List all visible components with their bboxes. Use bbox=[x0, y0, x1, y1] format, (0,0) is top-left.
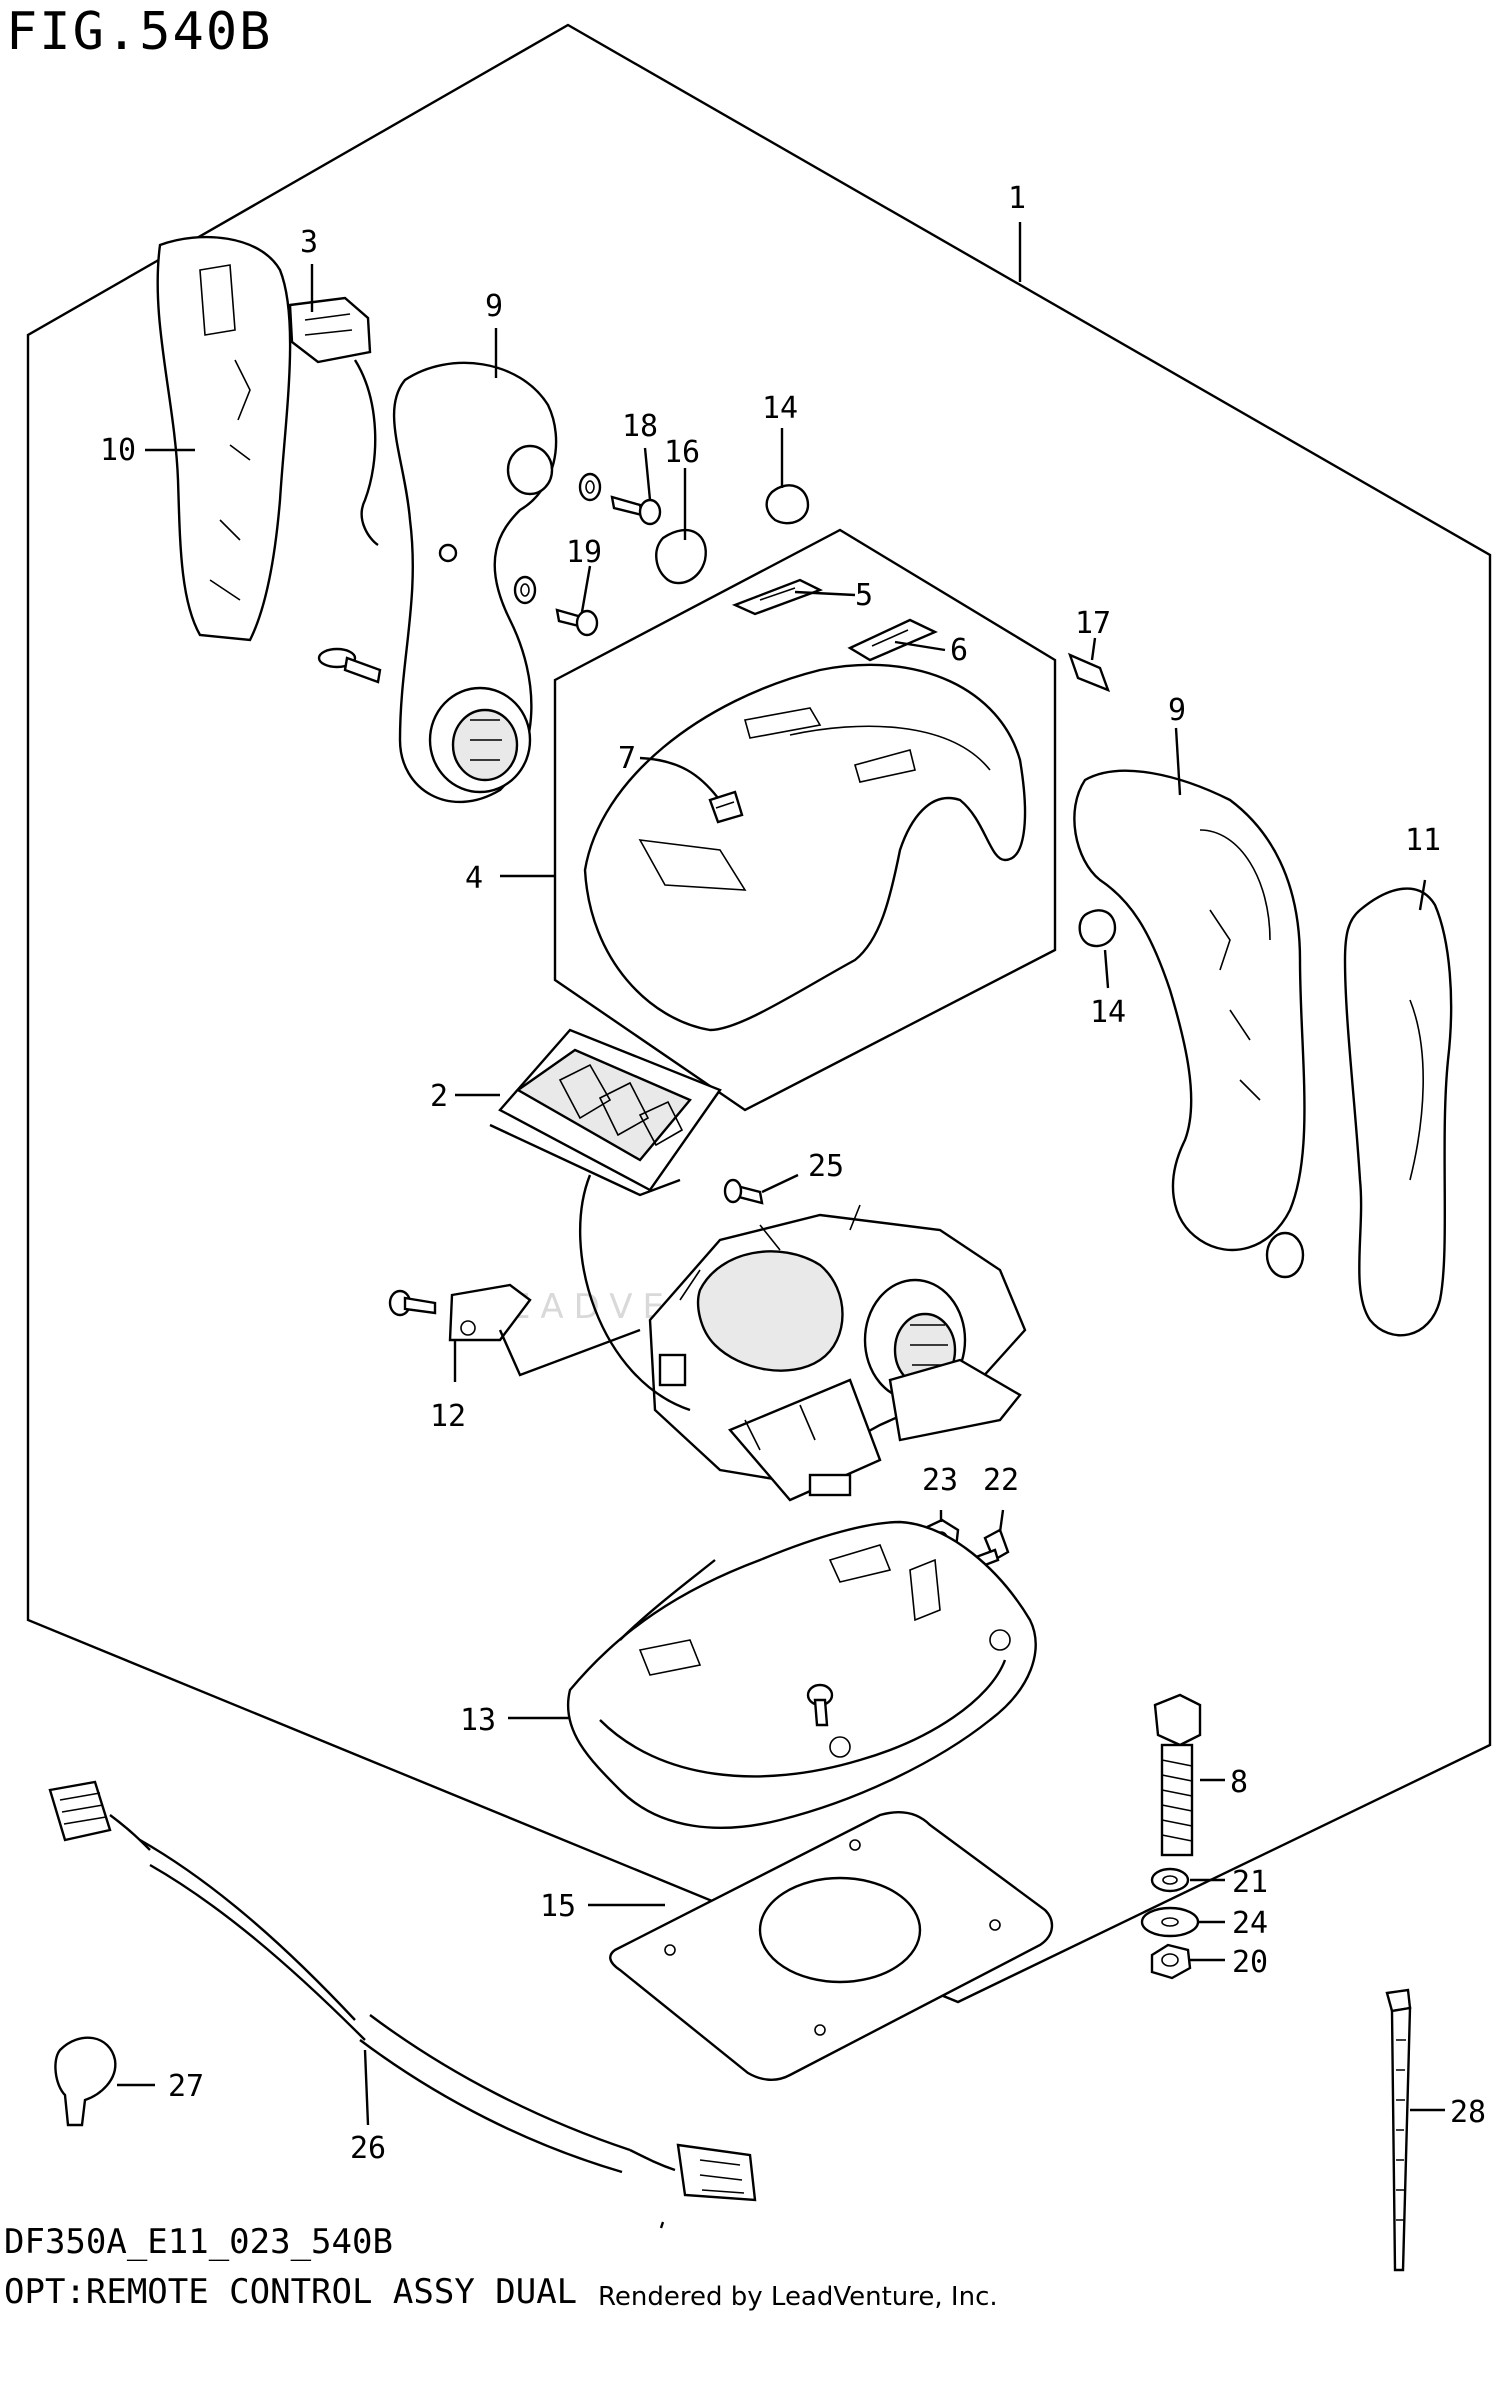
callout-14-lower: 14 bbox=[1090, 995, 1126, 1030]
callout-7: 7 bbox=[618, 741, 636, 776]
part-washer-lower[interactable] bbox=[513, 575, 537, 605]
callout-15: 15 bbox=[540, 1889, 576, 1924]
part-7-emblem[interactable] bbox=[708, 790, 744, 824]
part-9-lever-right[interactable] bbox=[1073, 769, 1306, 1279]
part-11-grip-right[interactable] bbox=[1343, 887, 1453, 1337]
callout-leaders bbox=[117, 222, 1445, 2126]
part-2-switch-panel[interactable] bbox=[489, 1028, 722, 1197]
part-base-screw[interactable] bbox=[806, 1683, 834, 1727]
part-18-nut[interactable] bbox=[1150, 1943, 1192, 1980]
callout-3: 3 bbox=[300, 225, 318, 260]
part-17-clip[interactable] bbox=[1067, 652, 1111, 693]
part-27-clip[interactable] bbox=[54, 2036, 117, 2127]
callout-10: 10 bbox=[100, 433, 136, 468]
render-credit: Rendered by LeadVenture, Inc. bbox=[598, 2282, 998, 2312]
part-3-connector[interactable] bbox=[288, 296, 379, 547]
callout-21: 19 bbox=[566, 535, 602, 570]
part-washer-upper[interactable] bbox=[578, 472, 602, 502]
callout-8: 8 bbox=[1230, 1765, 1248, 1800]
callout-25: 25 bbox=[808, 1149, 844, 1184]
part-14-plug-lower[interactable] bbox=[1078, 909, 1117, 948]
part-bolt-lever[interactable] bbox=[317, 647, 382, 684]
callout-13: 13 bbox=[460, 1703, 496, 1738]
callout-9-right: 9 bbox=[1168, 693, 1186, 728]
part-8-bolt[interactable] bbox=[1153, 1693, 1202, 1857]
part-15-gasket[interactable] bbox=[609, 1811, 1054, 2081]
callout-14-upper: 14 bbox=[762, 391, 798, 426]
part-12-bracket[interactable] bbox=[448, 1283, 641, 1377]
callout-19: 21 bbox=[1232, 1865, 1268, 1900]
callout-18: 20 bbox=[1232, 1945, 1268, 1980]
part-9-lever-left[interactable] bbox=[392, 361, 558, 804]
part-13-base-frame[interactable] bbox=[566, 1520, 1037, 1829]
part-4-top-cover[interactable] bbox=[583, 663, 1027, 1032]
callout-17: 17 bbox=[1075, 606, 1111, 641]
callout-1: 1 bbox=[1008, 181, 1026, 216]
figure-title: FIG.540B bbox=[6, 2, 273, 62]
part-19-washer[interactable] bbox=[1150, 1867, 1190, 1893]
part-mechanism-body[interactable] bbox=[578, 1174, 1027, 1502]
callout-26: 26 bbox=[350, 2131, 386, 2166]
callout-labels: 1 3 9 10 18 16 14 19 5 6 17 9 11 7 4 14 … bbox=[100, 181, 1486, 2166]
cover-box-outline bbox=[553, 528, 1057, 1112]
part-24-washer[interactable] bbox=[1140, 1906, 1200, 1938]
callout-4: 4 bbox=[465, 861, 483, 896]
assembly-boundary bbox=[26, 23, 1492, 2004]
callout-5: 5 bbox=[855, 578, 873, 613]
part-25-screw[interactable] bbox=[723, 1178, 764, 1205]
callout-22: 22 bbox=[983, 1463, 1019, 1498]
figure-description: OPT:REMOTE CONTROL ASSY DUAL bbox=[4, 2272, 578, 2312]
callout-2: 2 bbox=[430, 1079, 448, 1114]
callout-24: 24 bbox=[1232, 1906, 1268, 1941]
callout-16: 16 bbox=[664, 435, 700, 470]
part-21-screw[interactable] bbox=[555, 608, 599, 637]
part-12-screw[interactable] bbox=[388, 1289, 437, 1317]
part-14-plug-upper[interactable] bbox=[765, 484, 810, 525]
part-5-badge[interactable] bbox=[731, 578, 824, 616]
callout-20: 18 bbox=[622, 409, 658, 444]
callout-9-left: 9 bbox=[485, 289, 503, 324]
part-28-cable-tie[interactable] bbox=[1385, 1988, 1412, 2272]
callout-28: 28 bbox=[1450, 2095, 1486, 2130]
callout-11: 11 bbox=[1405, 823, 1441, 858]
part-10-grip-left[interactable] bbox=[156, 235, 292, 642]
callout-6: 6 bbox=[950, 633, 968, 668]
callout-12: 12 bbox=[430, 1399, 466, 1434]
part-26-harness[interactable] bbox=[48, 1780, 757, 2229]
callout-23: 23 bbox=[922, 1463, 958, 1498]
figure-code: DF350A_E11_023_540B bbox=[4, 2222, 393, 2262]
part-16-cap[interactable] bbox=[655, 528, 707, 585]
part-6-badge[interactable] bbox=[847, 618, 938, 662]
callout-27: 27 bbox=[168, 2069, 204, 2104]
part-20-screw[interactable] bbox=[610, 495, 662, 526]
